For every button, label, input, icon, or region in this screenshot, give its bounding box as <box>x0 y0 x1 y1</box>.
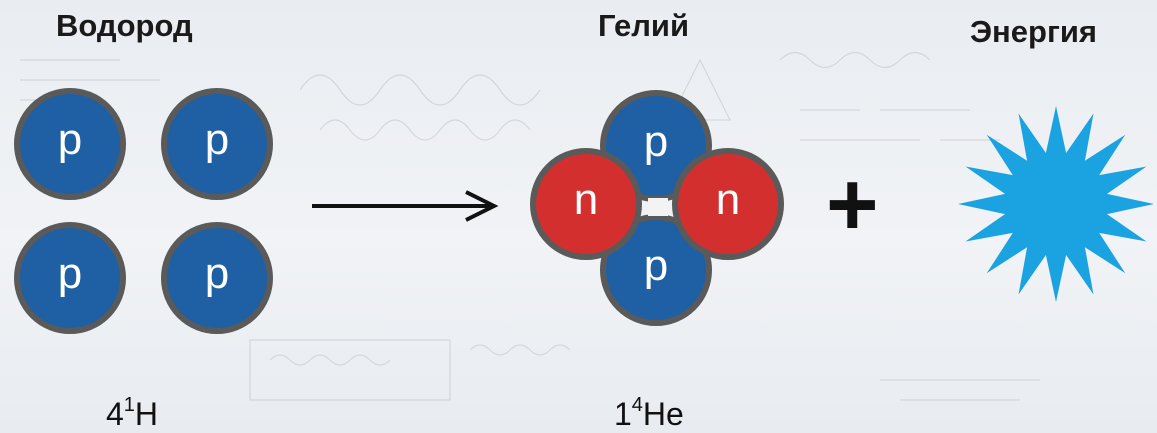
hydrogen-coefficient: 4 <box>106 396 124 432</box>
proton-symbol: p <box>204 249 230 298</box>
hydrogen-proton: p <box>14 88 126 200</box>
helium-coefficient: 1 <box>614 396 632 432</box>
hydrogen-proton: p <box>14 222 126 334</box>
nucleus-center <box>648 198 668 216</box>
helium-formula: 14He <box>614 394 684 433</box>
energy-label: Энергия <box>970 14 1098 49</box>
proton-symbol: p <box>643 117 669 166</box>
hydrogen-proton: p <box>161 88 273 200</box>
proton-symbol: p <box>643 241 669 290</box>
hydrogen-formula: 41H <box>106 394 159 433</box>
helium-label: Гелий <box>598 8 690 43</box>
hydrogen-proton: p <box>161 222 273 334</box>
hydrogen-mass-number: 1 <box>123 394 135 417</box>
neutron-symbol: n <box>715 175 741 224</box>
proton-symbol: p <box>57 249 83 298</box>
helium-neutron: n <box>672 148 784 260</box>
helium-mass-number: 4 <box>631 394 643 417</box>
hydrogen-label: Водород <box>56 8 193 43</box>
proton-symbol: p <box>204 115 230 164</box>
energy-burst-icon <box>958 106 1154 302</box>
helium-neutron: n <box>530 148 642 260</box>
proton-symbol: p <box>57 115 83 164</box>
plus-operator: + <box>826 155 879 255</box>
hydrogen-symbol: H <box>134 396 159 432</box>
right-arrow-icon <box>312 190 499 222</box>
neutron-symbol: n <box>573 175 599 224</box>
helium-symbol: He <box>642 396 684 432</box>
